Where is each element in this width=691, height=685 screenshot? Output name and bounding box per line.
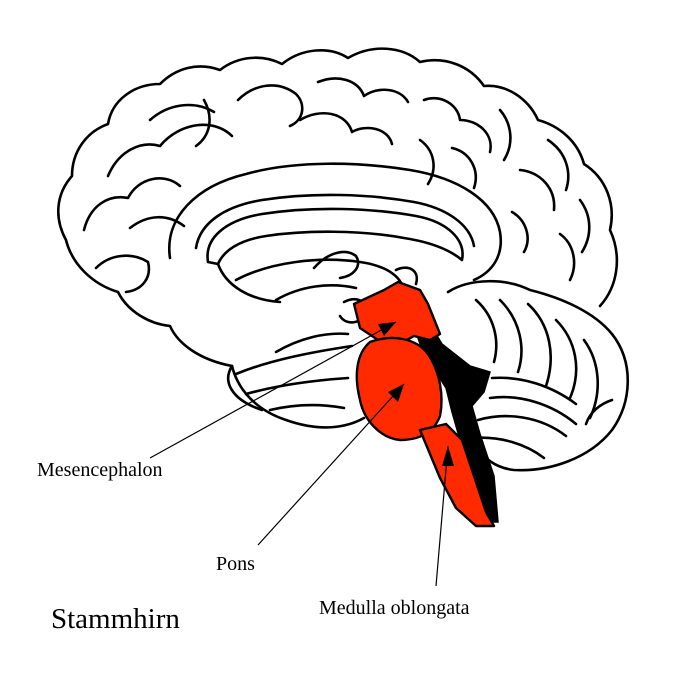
- mesencephalon-pointer: [149, 321, 397, 459]
- medulla-arrowhead: [442, 446, 454, 466]
- diagram-title: Stammhirn: [51, 603, 180, 635]
- mesencephalon-region: [352, 280, 442, 346]
- mesencephalon-arrowhead: [378, 322, 396, 336]
- cerebellum: [446, 279, 629, 472]
- medulla-region: [418, 422, 496, 528]
- label-pons: Pons: [216, 553, 255, 575]
- cerebrum-outline: [56, 47, 619, 412]
- medulla-pointer: [435, 445, 449, 587]
- cingulate-gyrus: [167, 162, 503, 282]
- label-mesencephalon: Mesencephalon: [37, 459, 163, 481]
- pons-pointer: [257, 383, 405, 546]
- temporal-lobe: [230, 364, 366, 429]
- corpus-callosum: [206, 207, 464, 266]
- pons-arrowhead: [388, 384, 404, 402]
- label-medulla-oblongata: Medulla oblongata: [319, 597, 470, 619]
